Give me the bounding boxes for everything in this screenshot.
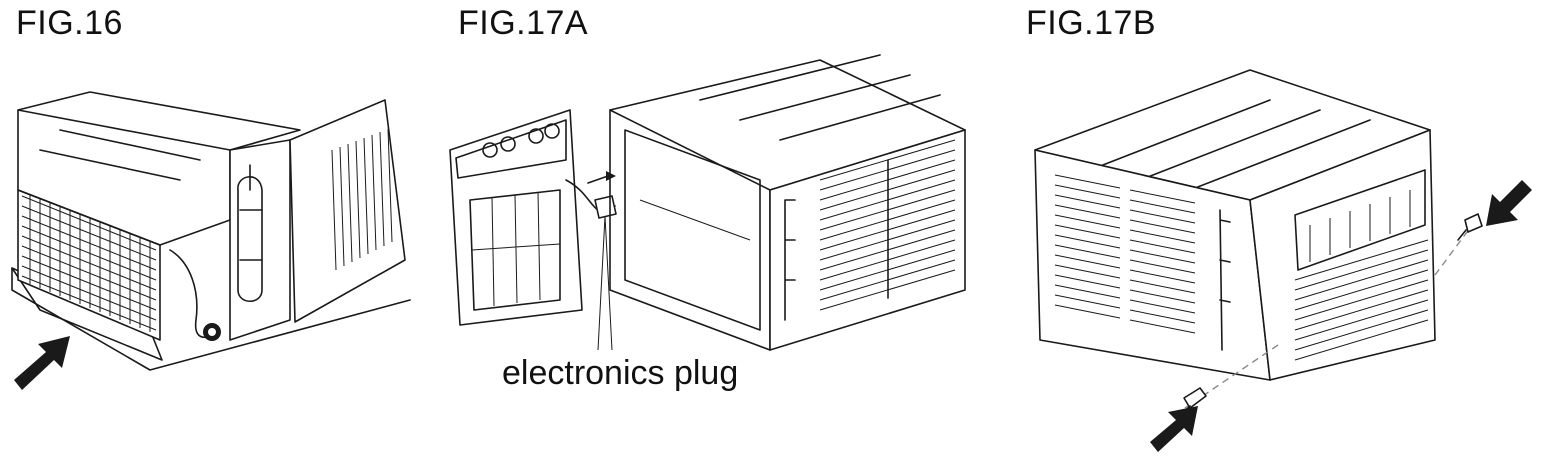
- figure-17a-illustration: [449, 54, 966, 351]
- electronics-plug-connector: [594, 195, 617, 219]
- figure-17b: FIG.17B: [1010, 0, 1568, 458]
- figure-16-illustration: [11, 91, 411, 390]
- electronics-plug-label: electronics plug: [502, 354, 739, 392]
- condenser-coil-fins: [21, 194, 157, 332]
- front-air-vent: [1294, 169, 1426, 271]
- figure-17a: FIG.17A electronics pl: [440, 0, 980, 458]
- front-grille-louvers: [1294, 239, 1429, 361]
- control-panel: [449, 109, 583, 326]
- figure-16: FIG.16: [0, 0, 420, 458]
- figure-17a-title: FIG.17A: [458, 4, 589, 42]
- side-louvers: [1054, 174, 1231, 351]
- screw-icon: [1457, 213, 1483, 241]
- push-arrow-icon: [1150, 406, 1198, 452]
- rear-louvers: [331, 128, 393, 271]
- unit-chassis: [609, 54, 966, 351]
- insert-arrow-icon: [606, 171, 616, 181]
- figure-17b-title: FIG.17B: [1026, 4, 1157, 42]
- push-arrow-icon: [14, 336, 70, 390]
- push-arrow-icon: [1486, 180, 1532, 226]
- figure-16-title: FIG.16: [16, 4, 123, 42]
- figure-17b-illustration: [1034, 69, 1532, 452]
